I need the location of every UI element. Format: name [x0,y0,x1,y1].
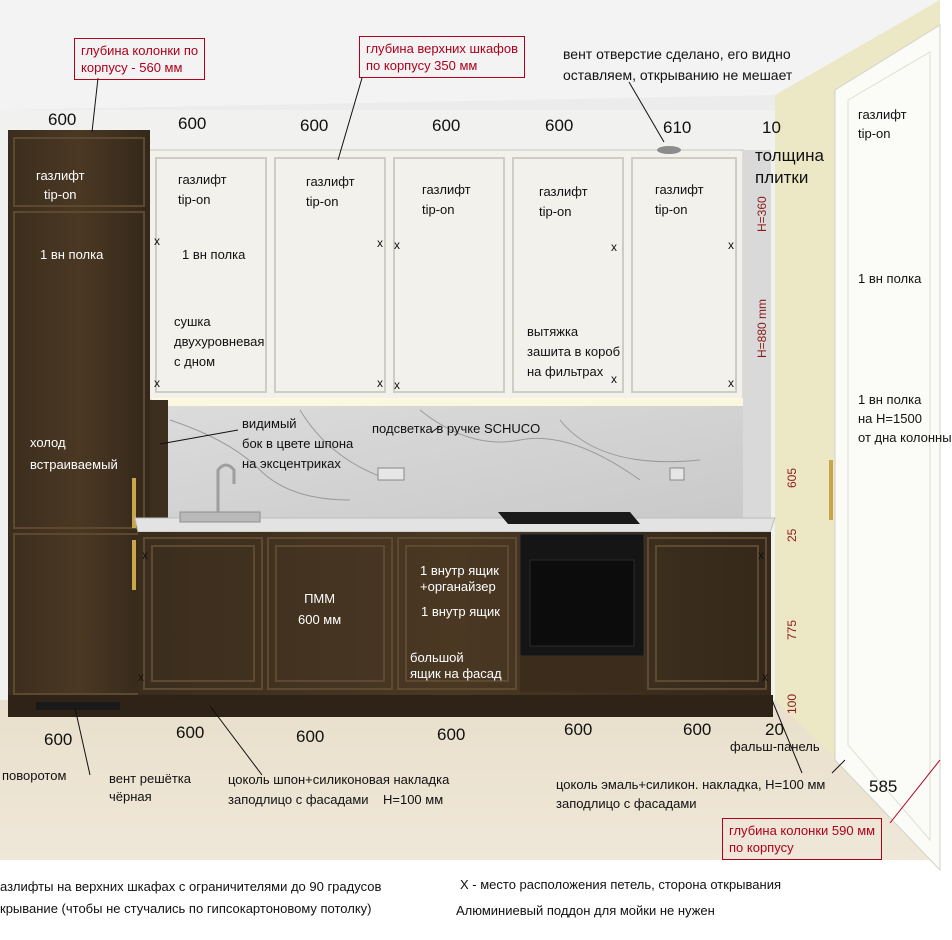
leader-lines [74,77,846,776]
lower-cabinets [138,532,771,695]
lower-doors [143,537,767,690]
footer-line-2: крывание (чтобы не стучались по гипсокар… [0,901,372,916]
upper1-dryer-label: сушка двухуровневая с дном [174,314,265,369]
upper-depth-box: глубина верхних шкафов по корпусу 350 мм [359,36,526,78]
column-handle-1 [132,478,136,528]
top-dim-5: 600 [545,116,574,135]
hinge-mark: x [728,238,734,252]
upper1-shelf-label: 1 вн полка [182,247,246,262]
column-handle-2 [132,540,136,590]
footer-area [0,860,940,940]
bottom-dim-4: 600 [437,725,466,744]
hinge-mark: x [142,548,148,562]
bottom-dim-3: 600 [296,727,325,746]
column-shelf-label: 1 вн полка [40,247,104,262]
hinge-mark: x [728,376,734,390]
vdim-100: 100 [785,693,799,714]
footer-line-1: азлифты на верхних шкафах с ограничителя… [0,879,382,894]
upper2-gaslift-label: газлифт tip-on [306,174,355,209]
hinge-mark: x [154,376,160,390]
column-right-depth-box: глубина колонки 590 мм по корпусу [722,818,883,860]
right-column-handle [829,460,833,520]
vdim-h880: H=880 mm [755,298,769,358]
hinge-mark: x [762,670,768,684]
hinge-mark: x [394,378,400,392]
right-column [834,24,941,872]
vent-grille-note: вент решётка чёрная [109,771,192,804]
top-dim-7: 10 [762,118,781,137]
right-column-panel [847,51,931,842]
right-dim-585: 585 [869,777,898,796]
vdim-605: 605 [785,467,799,488]
light-strip [152,398,770,406]
hinge-mark: x [377,376,383,390]
red-leader [889,759,941,824]
visible-side-note: видимый бок в цвете шпона на эксцентрика… [242,416,354,471]
vent-hole-note: вент отверстие сделано, его видно оставл… [563,46,793,83]
column-gaslift-label: газлифт tip-on [36,168,85,202]
marble-side [743,150,771,518]
bottom-dim-7: 20 [765,720,784,739]
oven-vent [520,656,644,692]
top-dim-1: 600 [48,110,77,129]
hinge-mark: x [611,372,617,386]
oven-window [529,559,635,647]
hinge-mark: x [138,670,144,684]
drawer3-label: большой ящик на фасад [410,650,502,681]
ceiling-plane [0,0,940,110]
faucet [216,463,236,512]
upper4-gaslift-label: газлифт tip-on [539,184,588,219]
bottom-dim-6: 600 [683,720,712,739]
socket [377,467,405,481]
tall-column [8,130,150,700]
vdim-25: 25 [785,528,799,542]
top-dim-4: 600 [432,116,461,135]
hinge-mark: x [154,234,160,248]
hinge-mark: x [394,238,400,252]
vdim-775: 775 [785,619,799,640]
dishwasher-label: ПММ 600 мм [298,591,342,627]
bottom-dim-1: 600 [44,730,73,749]
bottom-dim-2: 600 [176,723,205,742]
right-gaslift-label: газлифт tip-on [858,107,907,141]
top-dim-3: 600 [300,116,329,135]
drawer2-label: 1 внутр ящик [421,604,500,619]
bottom-dim-5: 600 [564,720,593,739]
right-shelf-label: 1 вн полка [858,271,922,286]
hinge-mark: x [611,240,617,254]
top-dim-6: 610 [663,118,692,137]
plinth [8,695,773,717]
rotating-note: поворотом [2,768,67,783]
sink-tray-note: Алюминиевый поддон для мойки не нужен [456,903,715,918]
vdim-h360: H=360 [755,196,769,232]
vent-hole [657,146,681,154]
backlight-note: подсветка в ручке SCHUCO [372,421,541,436]
upper-doors [155,157,737,393]
hinge-legend: X - место расположения петель, сторона о… [460,877,781,892]
upper4-hood-label: вытяжка зашита в короб на фильтрах [527,324,621,379]
column-fridge-label: холод встраиваемый [30,435,118,472]
right-shelf2-label: 1 вн полка на Н=1500 от дна колонны [858,392,952,445]
drawer1-label: 1 внутр ящик +органайзер [420,563,499,594]
vent-grille [36,702,120,710]
column-depth-box: глубина колонки по корпусу - 560 мм [74,38,206,80]
marble-veins [169,409,701,501]
top-dim-2: 600 [178,114,207,133]
upper1-gaslift-label: газлифт tip-on [178,172,227,207]
plinth-veneer-note: цоколь шпон+силиконовая накладка заподли… [228,772,450,807]
upper3-gaslift-label: газлифт tip-on [422,182,471,217]
false-panel-note: фальш-панель [730,739,820,754]
hinge-mark: x [758,548,764,562]
socket-2 [669,467,685,481]
plinth-enamel-note: цоколь эмаль+силикон. накладка, Н=100 мм… [556,777,826,811]
upper5-gaslift-label: газлифт tip-on [655,182,704,217]
hinge-mark: x [377,236,383,250]
backsplash [152,400,770,518]
tile-thickness-label: толщина плитки [755,146,824,187]
sink [179,511,261,523]
hob [498,512,640,524]
